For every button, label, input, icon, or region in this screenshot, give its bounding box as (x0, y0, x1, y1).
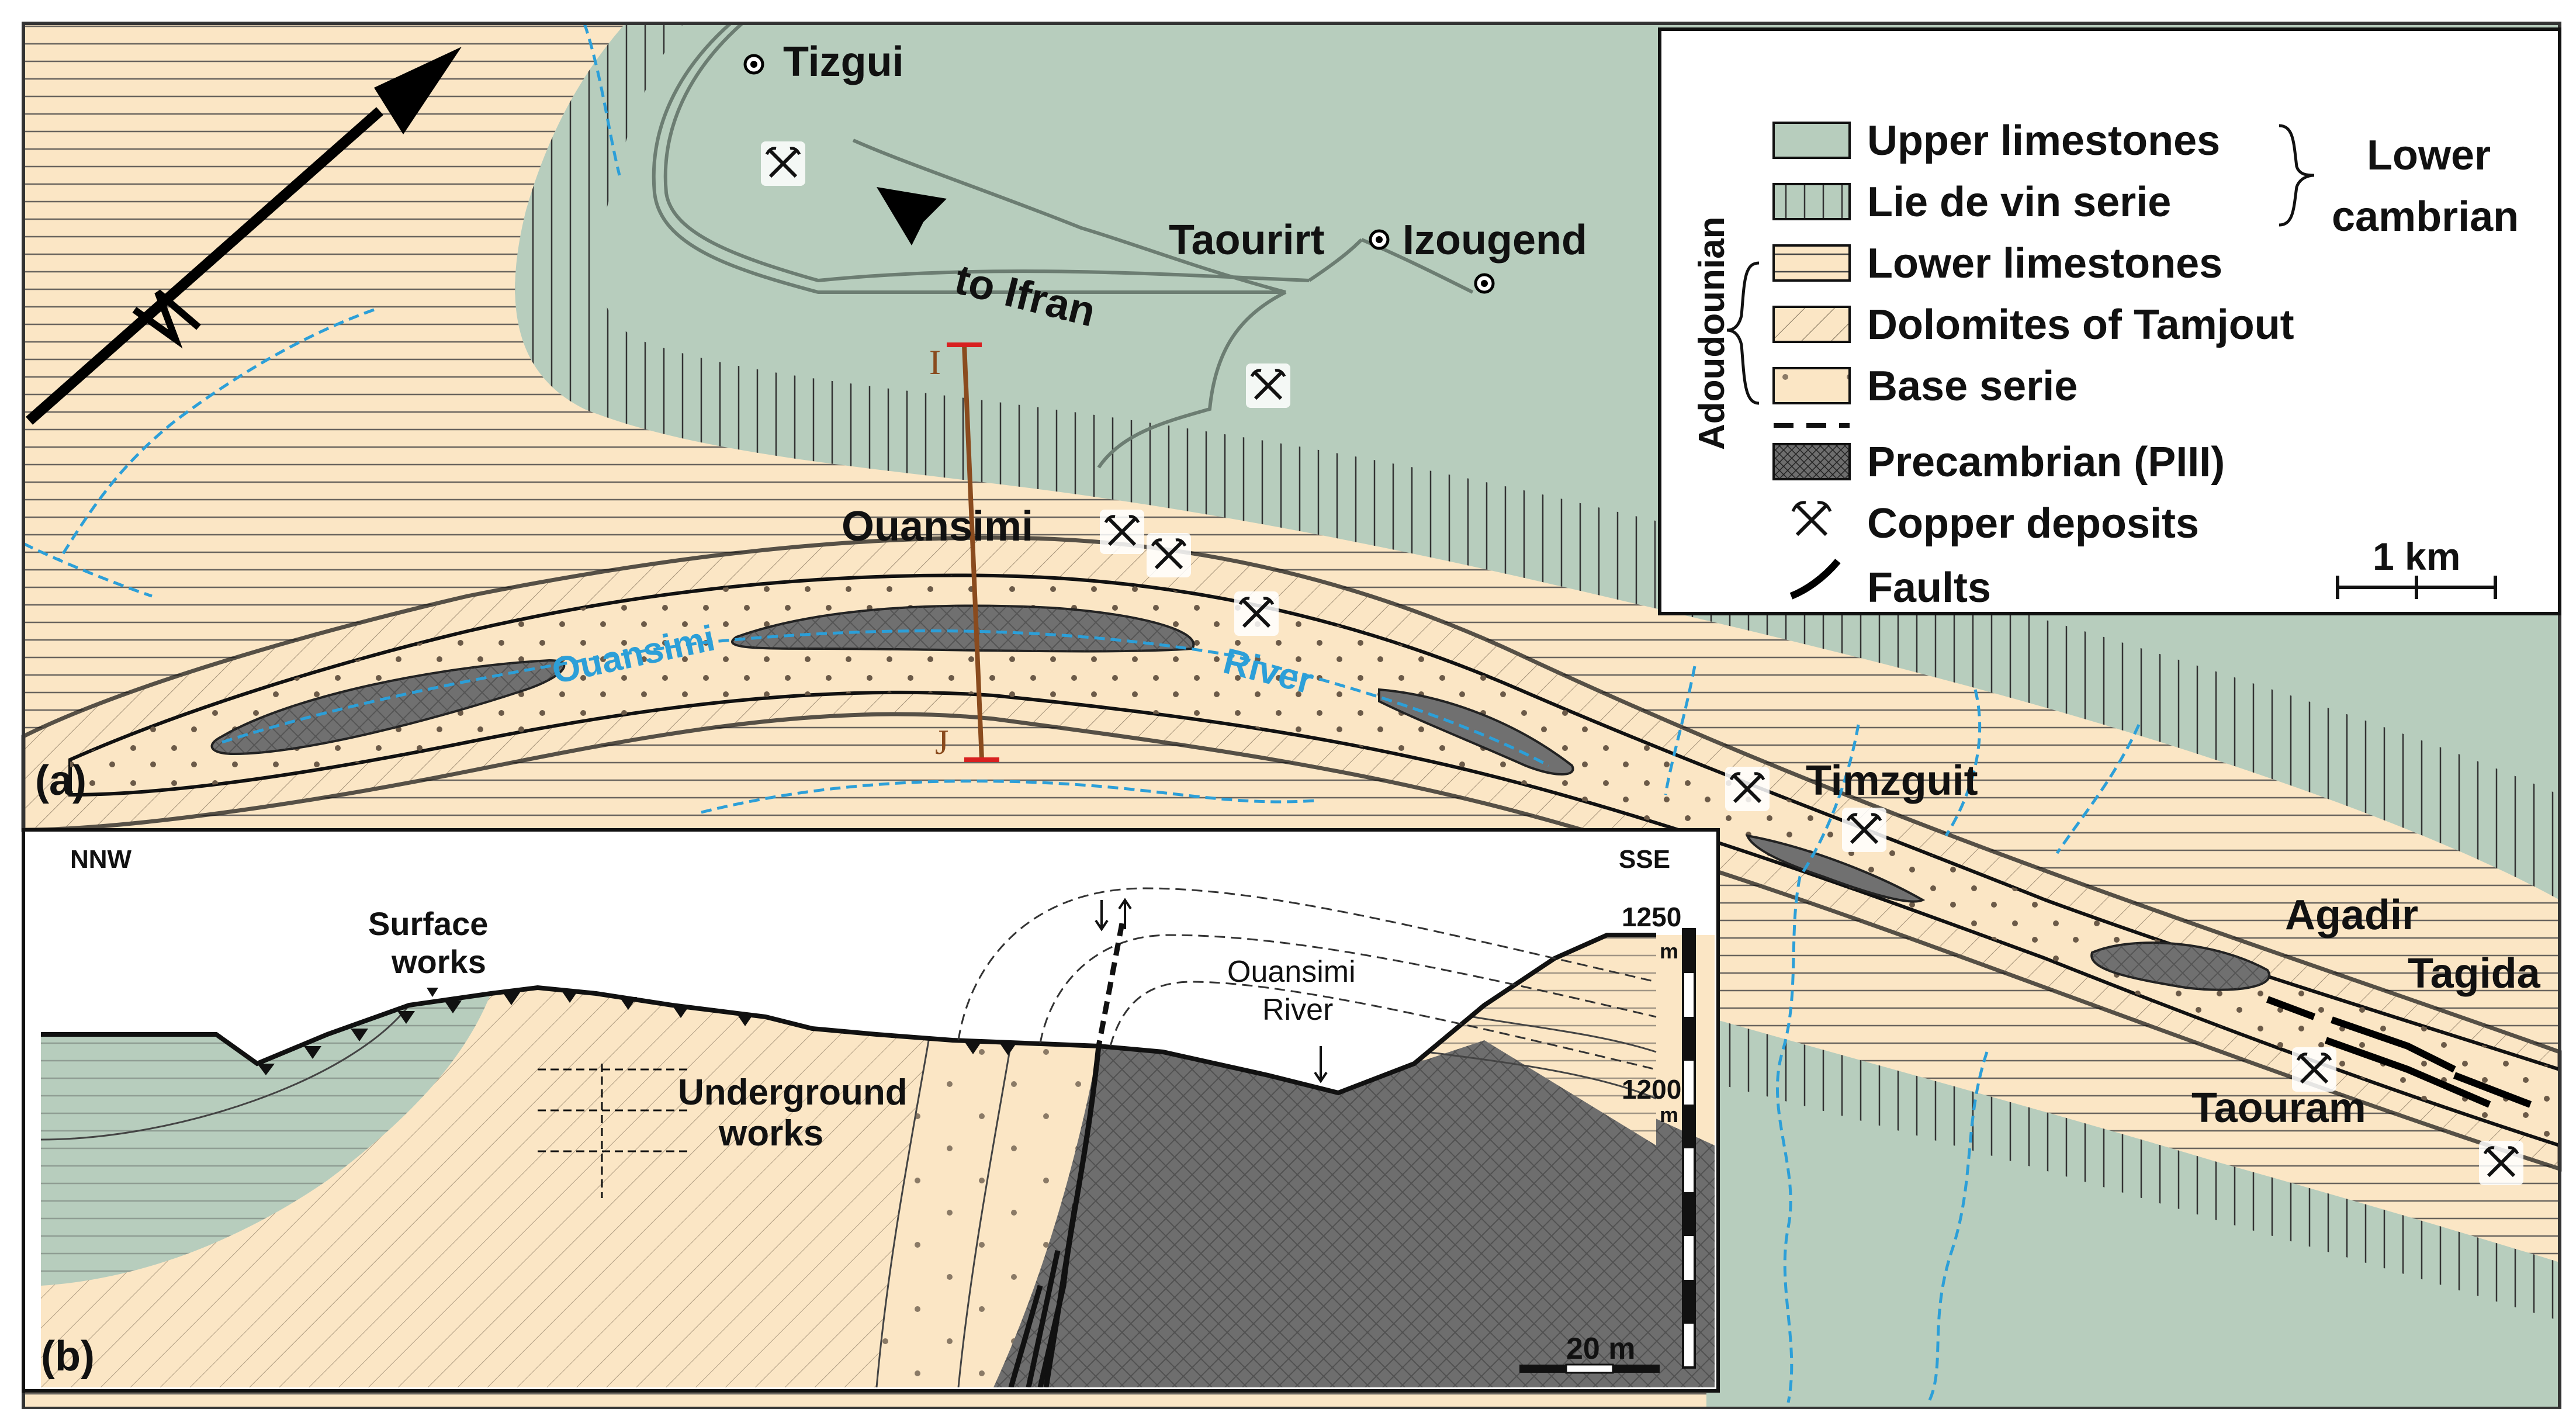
legend-label-lower: Lower limestones (1867, 240, 2222, 287)
legend-label-lie: Lie de vin serie (1867, 179, 2171, 226)
legend: Upper limestones Lie de vin serie Lower … (1658, 27, 2561, 615)
legend-swatch-lower (1772, 244, 1851, 282)
direction-left: NNW (70, 845, 132, 874)
legend-group-lower-cambrian-1: Lower (2367, 132, 2491, 179)
legend-label-upper: Upper limestones (1867, 117, 2220, 164)
elev-1200: 1200 (1622, 1074, 1681, 1105)
label-timzguit: Timzguit (1806, 757, 1978, 804)
legend-label-faults: Faults (1867, 565, 1991, 611)
section-scale-bar: 20 m (1519, 1332, 1660, 1374)
legend-scale-bar: 1 km (2336, 535, 2497, 599)
legend-swatch-dolo (1772, 306, 1851, 343)
legend-swatch-base (1772, 367, 1851, 404)
label-izougend: Izougend (1403, 217, 1587, 264)
legend-group-lower-cambrian-2: cambrian (2332, 193, 2519, 240)
legend-swatch-pre (1772, 443, 1851, 480)
cross-section-panel-b: NNW SSE Surface works Underground works … (22, 828, 1720, 1393)
section-start-label: I (929, 343, 941, 382)
label-taouram: Taouram (2191, 1085, 2366, 1131)
label-taourirt: Taourirt (1169, 217, 1325, 264)
lie-de-vin-band (515, 23, 2560, 900)
elevation-bar (1682, 928, 1696, 1369)
label-section-river-1: Ouansimi (1227, 955, 1356, 989)
legend-swatch-upper (1772, 122, 1851, 159)
section-scale-label: 20 m (1566, 1332, 1636, 1366)
fault-legend-icon (1789, 559, 1841, 600)
label-underground-1: Underground (678, 1072, 908, 1113)
legend-label-copper: Copper deposits (1867, 500, 2199, 547)
label-surface-works-2: works (391, 943, 486, 980)
rivers (22, 23, 2141, 1404)
roads (652, 22, 1474, 469)
label-ouansimi: Ouansimi (842, 503, 1033, 550)
elev-1250-unit: m (1660, 939, 1678, 963)
section-surface-profile (41, 933, 1656, 1096)
copper-legend-icon (1791, 501, 1832, 536)
faults-se (2266, 996, 2532, 1108)
label-tagida: Tagida (2408, 950, 2541, 997)
label-tizgui: Tizgui (783, 39, 904, 85)
elev-1200-unit: m (1660, 1103, 1678, 1127)
legend-label-base: Base serie (1867, 363, 2078, 410)
direction-right: SSE (1619, 845, 1670, 874)
section-dolomite-unit (41, 988, 929, 1387)
label-agadir: Agadir (2285, 892, 2418, 939)
legend-label-dolo: Dolomites of Tamjout (1867, 302, 2294, 348)
legend-swatch-lie (1772, 183, 1851, 220)
section-line-ij: I J (929, 342, 999, 762)
panel-b-label: (b) (41, 1333, 95, 1380)
label-surface-works-1: Surface (368, 905, 488, 942)
north-arrow (26, 47, 462, 425)
road-direction-arrow (877, 187, 947, 245)
label-underground-2: works (718, 1113, 823, 1154)
legend-scale-label: 1 km (2373, 535, 2460, 578)
elev-1250: 1250 (1622, 902, 1681, 932)
section-end-label: J (935, 723, 948, 761)
panel-a-label: (a) (35, 757, 86, 804)
legend-group-adoudounian: Adoudounian (1692, 217, 1732, 450)
legend-label-pre: Precambrian (PIII) (1867, 439, 2225, 486)
label-section-river-2: River (1262, 993, 1333, 1027)
